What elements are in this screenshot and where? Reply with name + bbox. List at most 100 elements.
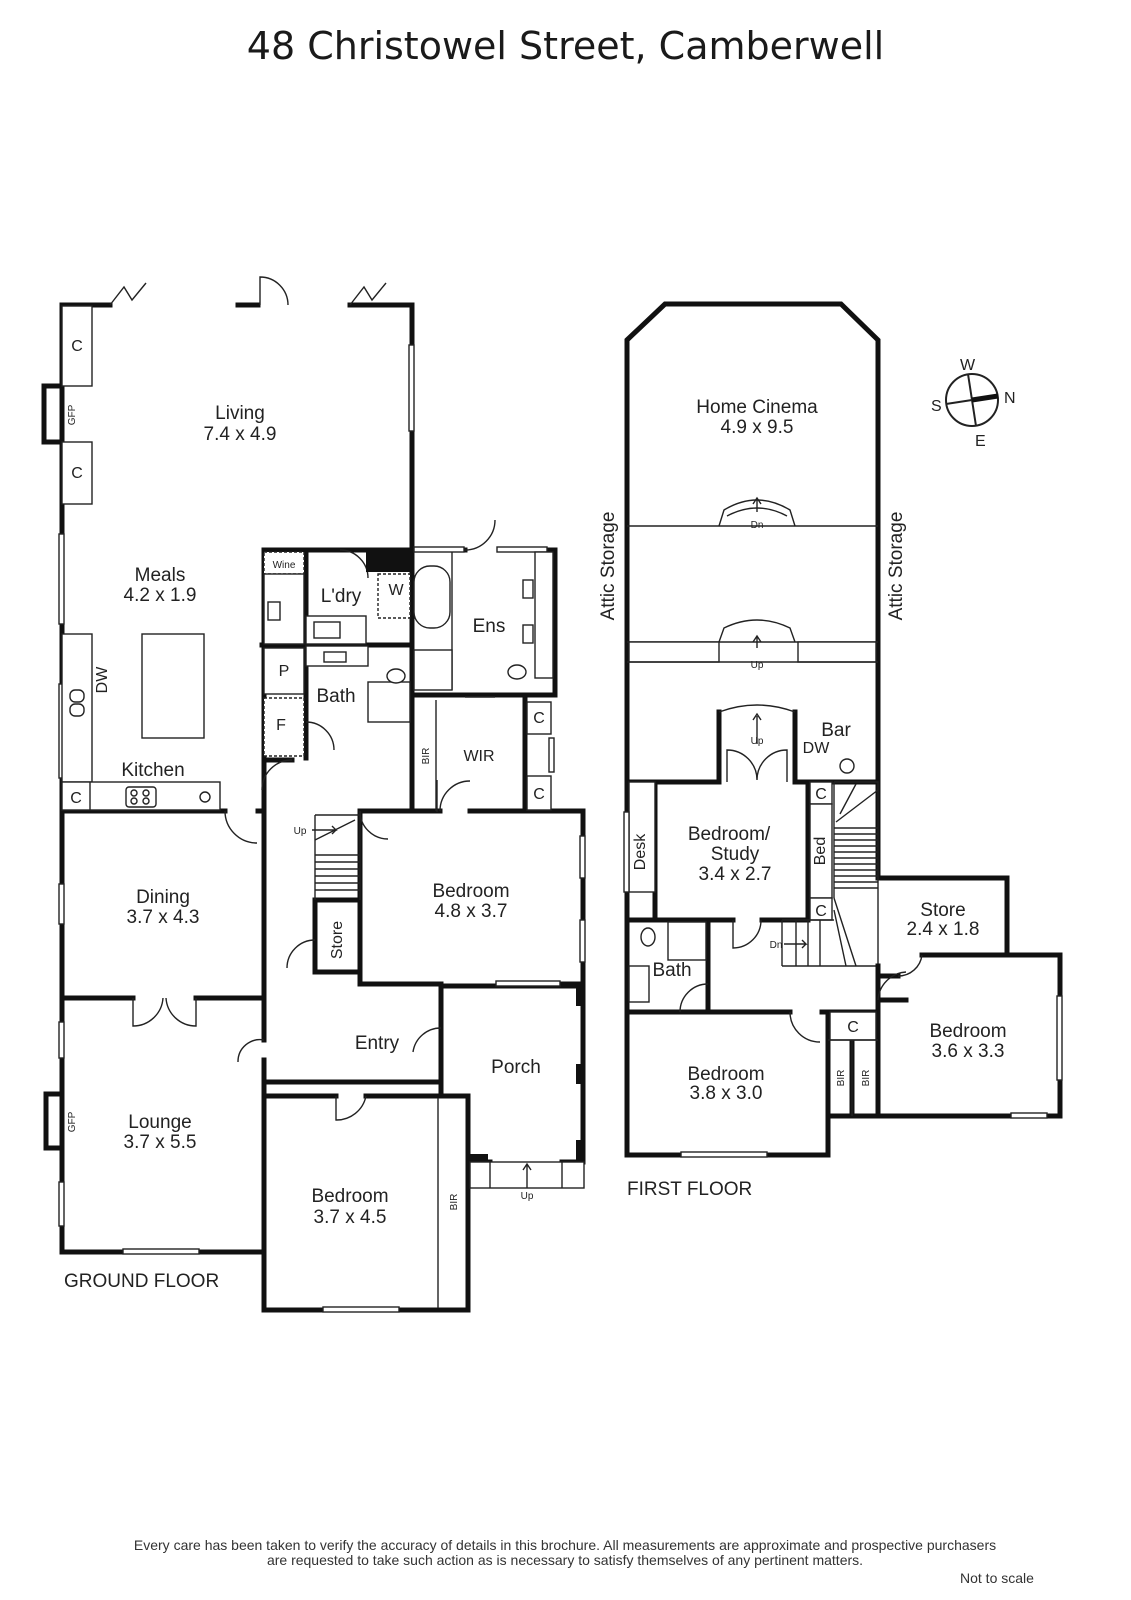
ensuite-shower	[413, 649, 453, 691]
fixture-label: BIR	[861, 1070, 872, 1087]
room-name: Attic Storage	[598, 512, 619, 621]
compass-s: S	[931, 398, 942, 415]
room-name: Bedroom	[929, 1021, 1006, 1042]
room-dims: 3.4 x 2.7	[699, 864, 772, 885]
kitchen-sink-icon	[69, 689, 85, 717]
ground-doors	[109, 276, 496, 1121]
room-dims: 4.2 x 1.9	[124, 585, 197, 606]
sink-icon	[199, 791, 211, 803]
disclaimer-line-1: Every care has been taken to verify the …	[133, 1537, 997, 1553]
porch-column	[470, 1154, 488, 1162]
cinema-step	[718, 619, 796, 648]
bathtub	[413, 565, 451, 629]
toilet-icon	[640, 927, 656, 947]
first-labels: Home Cinema 4.9 x 9.5 Attic Storage Atti…	[598, 397, 1007, 1200]
laundry-block	[366, 552, 410, 572]
room-name: Bedroom	[687, 1064, 764, 1085]
pantry	[263, 647, 305, 695]
room-name: WIR	[463, 748, 494, 765]
room-dims: 2.4 x 1.8	[907, 919, 980, 940]
room-name: Store	[920, 900, 965, 921]
fixture-label: BIR	[421, 748, 432, 765]
room-name: Store	[329, 921, 346, 959]
vanity	[628, 965, 650, 1003]
cupboard	[526, 701, 552, 735]
room-dims: 3.7 x 5.5	[124, 1132, 197, 1153]
room-name: Porch	[491, 1057, 541, 1078]
room-dims: 7.4 x 4.9	[204, 424, 277, 445]
fixture-label: P	[279, 663, 290, 680]
first-floor-label: FIRST FLOOR	[627, 1179, 752, 1200]
room-name: Bath	[316, 686, 355, 707]
fixture-label: C	[815, 903, 827, 920]
toilet-icon	[507, 664, 527, 680]
room-name: Dining	[136, 887, 190, 908]
sink-icon	[839, 758, 855, 774]
page-title: 48 Christowel Street, Camberwell	[246, 24, 885, 68]
cupboard	[61, 441, 93, 505]
fixture-label: GFP	[67, 1111, 78, 1132]
fixture-label: BIR	[449, 1194, 460, 1211]
fixture-label: DW	[803, 740, 831, 757]
room-name: Attic Storage	[886, 512, 907, 621]
ensuite-vanity	[534, 551, 554, 679]
fixture-label: C	[533, 710, 545, 727]
fixture-label: Up	[751, 660, 764, 671]
compass-e: E	[975, 433, 986, 450]
room-name: Bedroom	[311, 1186, 388, 1207]
fixture-label: Desk	[632, 833, 649, 870]
porch-column	[576, 1064, 584, 1084]
shower	[667, 921, 707, 961]
fixture-label: Bed	[812, 837, 829, 865]
fixture-label: BIR	[836, 1070, 847, 1087]
compass-w: W	[960, 357, 976, 374]
fixture-label: GFP	[67, 404, 78, 425]
fixture-label: F	[276, 717, 286, 734]
cupboard	[61, 305, 93, 387]
room-dims: 3.8 x 3.0	[690, 1083, 763, 1104]
kitchen-island	[141, 633, 205, 739]
room-dims: 4.8 x 3.7	[435, 901, 508, 922]
room-dims: 3.6 x 3.3	[932, 1041, 1005, 1062]
fixture-label: C	[71, 338, 83, 355]
room-name: L'dry	[321, 586, 362, 607]
gfp-chimney	[43, 1091, 65, 1151]
ground-wall	[312, 897, 363, 975]
gfp-chimney	[41, 383, 65, 445]
porch-column	[576, 986, 584, 1006]
first-floor-plan	[623, 301, 1063, 1158]
fixture-label: DW	[94, 666, 111, 694]
cupboard	[829, 1011, 877, 1041]
disclaimer: Every care has been taken to verify the …	[20, 1538, 1110, 1568]
room-name: Bedroom/	[688, 824, 771, 845]
ground-floor-plan	[41, 276, 586, 1313]
fixture-label: Wine	[273, 560, 296, 571]
disclaimer-line-2: are requested to take such action as is …	[266, 1552, 864, 1568]
toilet-icon	[386, 668, 406, 684]
fixture-label: Dn	[751, 520, 764, 531]
cinema-step	[718, 496, 796, 527]
room-name: Meals	[135, 565, 186, 586]
room-name: Bar	[821, 720, 851, 741]
room-name: Lounge	[128, 1112, 191, 1133]
ground-labels: Living 7.4 x 4.9 Meals 4.2 x 1.9 Kitchen…	[64, 338, 545, 1292]
porch-column	[576, 1140, 584, 1160]
not-to-scale-note: Not to scale	[960, 1570, 1034, 1586]
fixture-label: C	[847, 1019, 859, 1036]
room-dims: 4.9 x 9.5	[721, 417, 794, 438]
fixture-label: C	[70, 790, 82, 807]
fixture-label: C	[71, 465, 83, 482]
cupboard	[526, 775, 552, 811]
room-name: Bedroom	[432, 881, 509, 902]
ground-wall	[357, 697, 586, 987]
fixture-label: C	[815, 786, 827, 803]
cooktop-icon	[125, 786, 157, 808]
stair-icon	[312, 814, 361, 900]
room-name: Living	[215, 403, 265, 424]
room-name: Bath	[652, 960, 691, 981]
room-name: Kitchen	[121, 760, 184, 781]
fridge-space	[263, 697, 305, 757]
room-dims: 3.7 x 4.3	[127, 907, 200, 928]
fixture-label: Up	[751, 736, 764, 747]
